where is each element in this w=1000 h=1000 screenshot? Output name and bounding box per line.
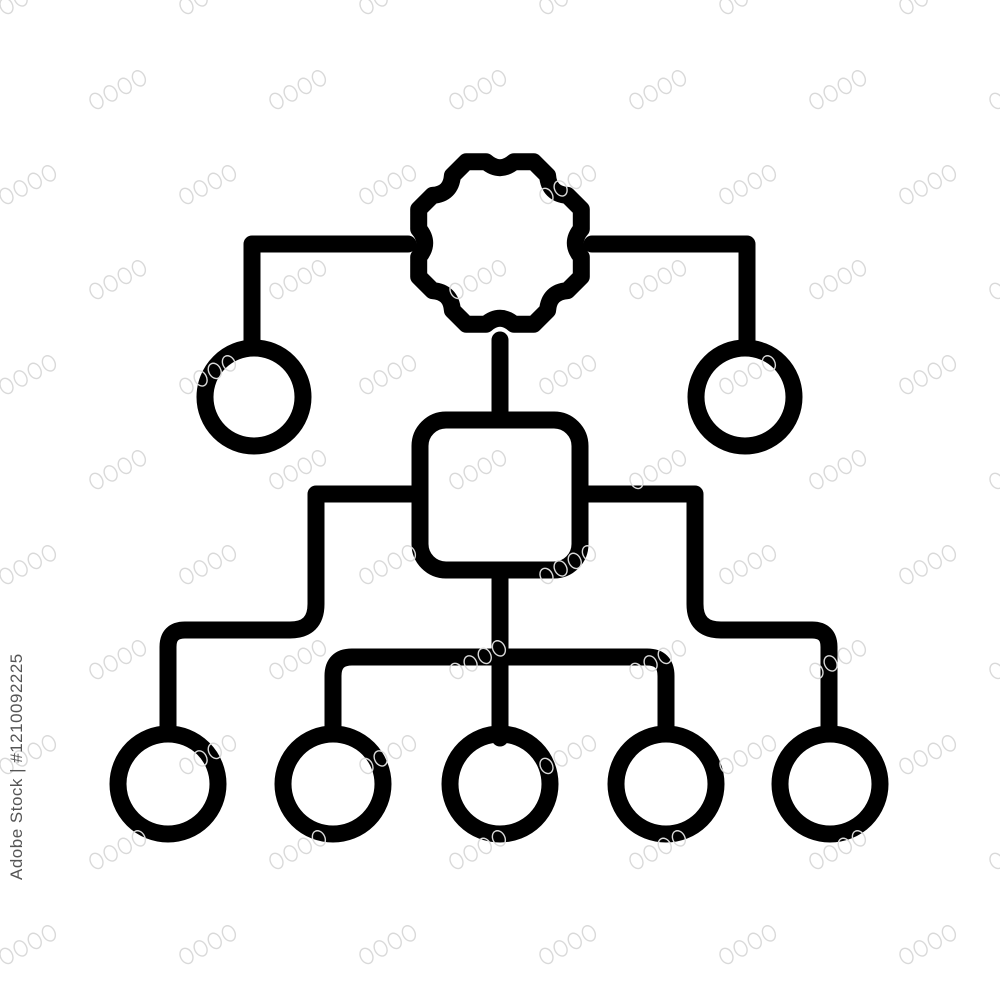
edge-root-upper-left [243, 235, 417, 355]
edge-root-upper-right [583, 235, 756, 355]
hub-square-node [411, 411, 589, 579]
bottom-circle-node-2 [274, 725, 392, 843]
bottom-circle-node-4 [607, 725, 725, 843]
edge-hub-bottom-2-4 [324, 648, 675, 742]
upper-left-circle-node [196, 339, 312, 455]
node-layer [109, 153, 889, 843]
edge-hub-bottom-1 [159, 485, 427, 742]
bottom-circle-node-1 [109, 725, 227, 843]
edge-hub-bottom-5 [573, 485, 838, 742]
upper-right-circle-node [687, 339, 803, 455]
root-gear-node [410, 153, 590, 333]
bottom-circle-node-5 [771, 725, 889, 843]
bottom-circle-node-3 [441, 725, 559, 843]
stock-id-text: Adobe Stock | #1210092225 [7, 653, 26, 880]
